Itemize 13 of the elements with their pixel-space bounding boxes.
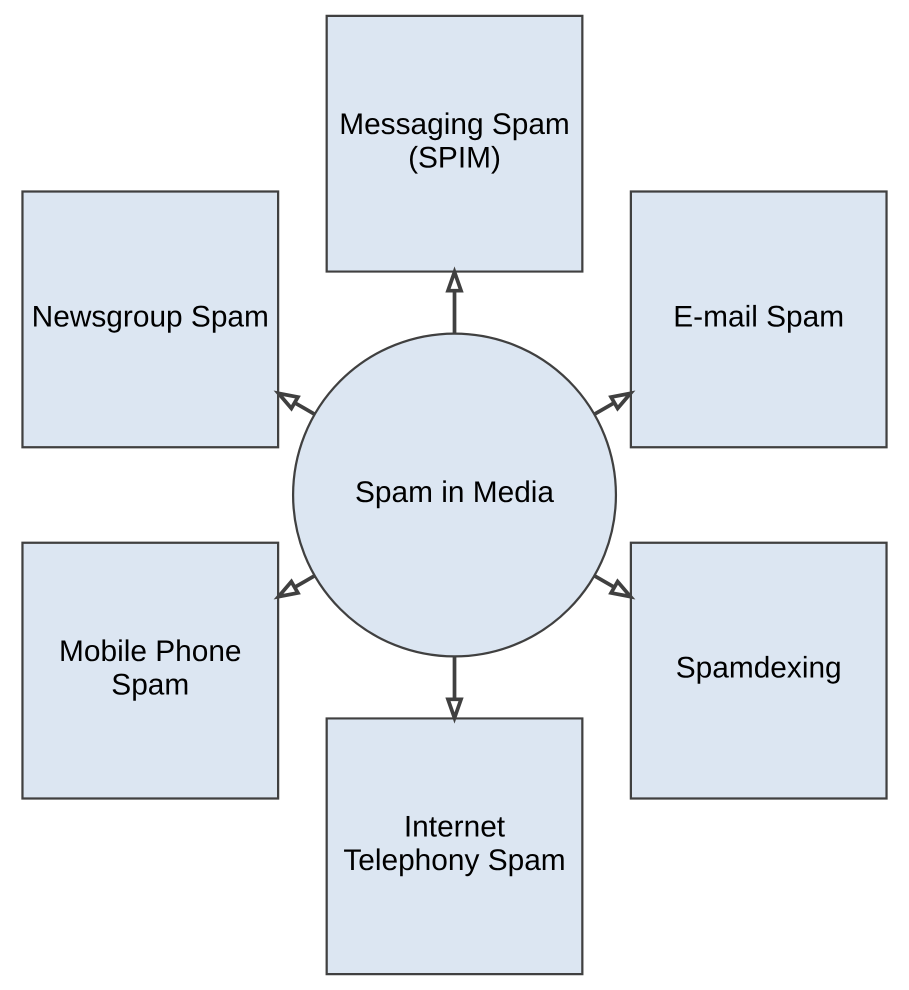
node-box: Spamdexing	[630, 542, 888, 800]
node-box: Internet Telephony Spam	[326, 717, 584, 976]
node-box: Newsgroup Spam	[21, 190, 280, 448]
arrow	[445, 266, 464, 334]
arrow	[274, 574, 315, 600]
node-circle: Spam in Media	[292, 332, 618, 658]
node-box: Messaging Spam (SPIM)	[326, 14, 584, 273]
node-box: E-mail Spam	[630, 190, 888, 448]
arrow	[594, 390, 636, 416]
arrow	[594, 574, 636, 600]
arrow	[445, 656, 464, 724]
node-box: Mobile Phone Spam	[21, 542, 280, 800]
arrow	[274, 390, 315, 416]
